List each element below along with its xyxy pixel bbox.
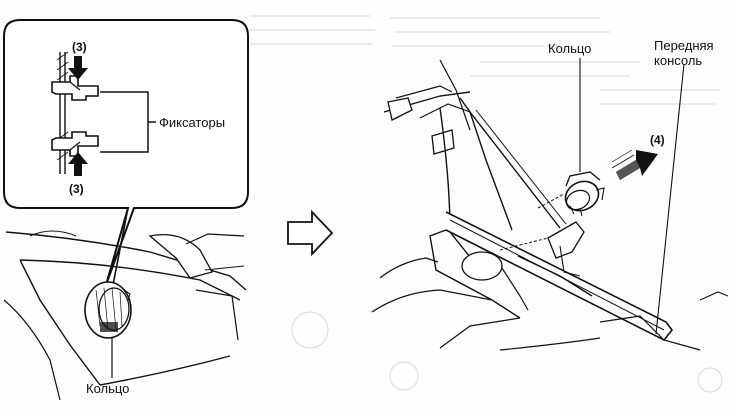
left-trim-panel [3,230,247,401]
inset-callout-top: (3) [72,40,87,54]
right-ring-label: Кольцо [548,41,592,56]
lower-clip-shape [51,131,99,157]
console-label-line1: Передняя [654,38,714,53]
direction-callout: (4) [650,133,665,147]
inset-callout-bottom: (3) [69,182,84,196]
console-leader-line [655,63,685,335]
solid-3d-arrow-icon [611,149,658,180]
console-label-line2: консоль [654,53,703,68]
left-ring-part [84,281,132,378]
inset-panel-wall [56,51,69,174]
bleed-through-background [250,15,723,393]
push-down-arrow-icon [68,56,88,80]
push-up-arrow-icon [68,152,88,176]
clips-bracket [100,91,156,153]
clips-label: Фиксаторы [159,115,226,130]
left-ring-label: Кольцо [86,381,130,396]
upper-clip-shape [51,75,99,101]
right-ring-part [564,58,605,217]
inset-frame [3,19,249,291]
outline-arrow-right-icon [287,209,334,257]
right-console-structure [371,59,729,351]
